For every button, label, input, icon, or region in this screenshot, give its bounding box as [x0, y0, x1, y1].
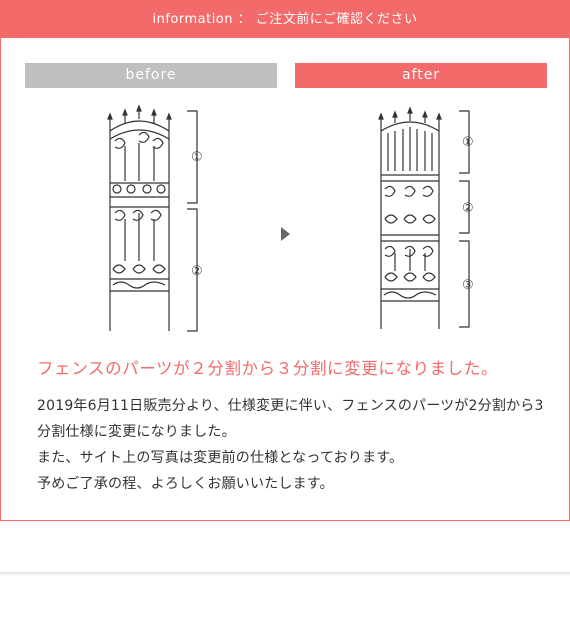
notice-paragraph-3: 予めご了承の程、よろしくお願いいたします。: [37, 476, 334, 492]
after-part-3-label: ③: [462, 278, 474, 293]
before-part-1-label: ①: [191, 150, 203, 165]
after-part-2-label: ②: [462, 201, 474, 216]
notice-box: information ： ご注文前にご確認ください before after: [0, 0, 570, 521]
before-label: before: [25, 63, 277, 88]
before-part-2-label: ②: [191, 264, 203, 279]
notice-paragraph-1: 2019年6月11日販売分より、仕様変更に伴い、フェンスのパーツが2分割から3分…: [37, 398, 544, 440]
notice-paragraph-2: また、サイト上の写真は変更前の仕様となっております。: [37, 450, 404, 466]
after-fence-illustration: ① ② ③: [378, 106, 474, 329]
after-part-1-label: ①: [462, 135, 474, 150]
notice-body: 2019年6月11日販売分より、仕様変更に伴い、フェンスのパーツが2分割から3分…: [37, 393, 547, 497]
notice-headline: フェンスのパーツが２分割から３分割に変更になりました。: [37, 359, 499, 378]
before-fence-illustration: ① ②: [107, 104, 203, 332]
arrow-right-icon: [281, 227, 290, 241]
notice-header: information ： ご注文前にご確認ください: [1, 1, 569, 38]
after-label: after: [295, 63, 547, 88]
bottom-divider: [0, 572, 570, 574]
